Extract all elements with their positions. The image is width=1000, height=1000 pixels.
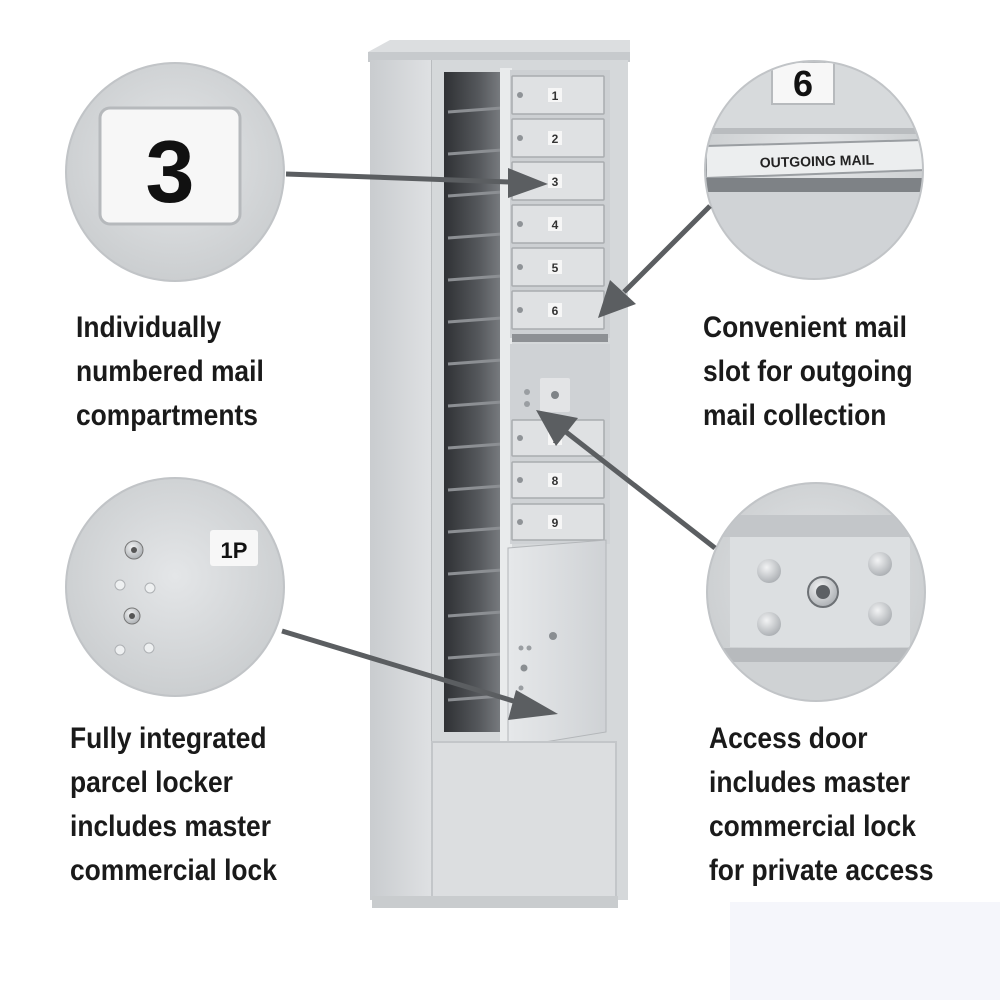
lock-icon xyxy=(517,435,523,441)
callout-zoom-parcel-locker: 1P xyxy=(65,477,285,697)
zoom-parcel-label: 1P xyxy=(221,538,248,563)
parcel-locker-door xyxy=(507,539,607,749)
compartment-door: 9 xyxy=(511,503,605,541)
shelf-line xyxy=(447,568,503,576)
caption-line: Access door xyxy=(709,722,868,755)
pedestal xyxy=(431,741,617,901)
lock-icon xyxy=(517,307,523,313)
shelf-line xyxy=(447,316,503,324)
lock-icon xyxy=(517,221,523,227)
caption-line: Fully integrated xyxy=(70,722,267,755)
caption-line: commercial lock xyxy=(70,854,277,887)
corner-background xyxy=(730,902,1000,1000)
shelf-line xyxy=(447,442,503,450)
zoom-outgoing-mail-label: OUTGOING MAIL xyxy=(760,151,875,170)
shelf-line xyxy=(447,610,503,618)
caption-line: mail collection xyxy=(703,399,887,432)
lock-icon xyxy=(517,135,523,141)
shelf-line xyxy=(447,148,503,156)
compartment-number: 2 xyxy=(552,132,559,146)
caption-line: includes master xyxy=(70,810,272,843)
shelf-line xyxy=(447,190,503,198)
compartment-number: 9 xyxy=(552,516,559,530)
caption-line: includes master xyxy=(709,766,911,799)
lock-icon xyxy=(517,92,523,98)
parcel-locker-lock xyxy=(518,632,557,691)
lock-icon xyxy=(517,477,523,483)
compartment-number: 5 xyxy=(552,261,559,275)
outgoing-mail-slot xyxy=(512,334,608,342)
shelf-line xyxy=(447,106,503,114)
callout-zoom-access-lock xyxy=(706,482,926,702)
shelf-line xyxy=(447,652,503,660)
caption-line: slot for outgoing xyxy=(703,355,913,388)
compartment-number: 4 xyxy=(552,218,559,232)
caption-line: for private access xyxy=(709,854,934,887)
caption-line: compartments xyxy=(76,399,258,432)
interior-shelves xyxy=(447,106,503,702)
caption-numbered-compartments: Individually numbered mail compartments xyxy=(76,306,264,438)
shelf-line xyxy=(447,484,503,492)
caption-access-door: Access door includes master commercial l… xyxy=(709,717,934,893)
shelf-line xyxy=(447,232,503,240)
lock-icon xyxy=(517,519,523,525)
compartment-doors-upper: 1 2 3 4 5 6 xyxy=(511,75,605,330)
shelf-line xyxy=(447,358,503,366)
caption-line: numbered mail xyxy=(76,355,264,388)
callout-zoom-number: 3 xyxy=(65,62,285,282)
shelf-line xyxy=(447,526,503,534)
compartment-number: 1 xyxy=(552,89,559,103)
caption-parcel-locker: Fully integrated parcel locker includes … xyxy=(70,717,277,893)
shelf-line xyxy=(447,274,503,282)
caption-line: Convenient mail xyxy=(703,311,907,344)
callout-zoom-outgoing-slot: 6 OUTGOING MAIL xyxy=(704,60,924,280)
callout-arrows xyxy=(281,168,717,720)
compartment-door: 2 xyxy=(511,118,605,158)
lock-icon xyxy=(517,264,523,270)
caption-line: parcel locker xyxy=(70,766,233,799)
access-door-lock xyxy=(524,378,570,412)
zoom-compartment-number: 6 xyxy=(793,63,813,104)
compartment-door: 8 xyxy=(511,461,605,499)
compartment-number: 3 xyxy=(552,175,559,189)
zoom-number-label: 3 xyxy=(146,122,195,221)
compartment-doors-lower: 789 xyxy=(511,419,605,541)
shelf-line xyxy=(447,400,503,408)
caption-line: commercial lock xyxy=(709,810,916,843)
compartment-door: 6 xyxy=(511,290,605,330)
compartment-number: 6 xyxy=(552,304,559,318)
compartment-door: 5 xyxy=(511,247,605,287)
caption-line: Individually xyxy=(76,311,222,344)
compartment-door: 1 xyxy=(511,75,605,115)
compartment-number: 8 xyxy=(552,474,559,488)
compartment-door: 4 xyxy=(511,204,605,244)
caption-outgoing-slot: Convenient mail slot for outgoing mail c… xyxy=(703,306,913,438)
